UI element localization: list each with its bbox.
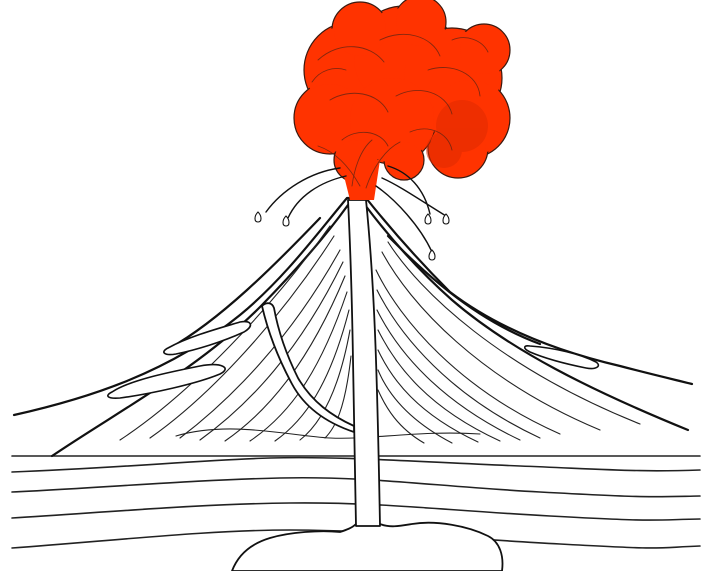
spray-left-1 <box>266 168 340 212</box>
ejecta-droplet-icon <box>429 250 435 260</box>
ejecta-droplet-icon <box>425 214 431 224</box>
ejecta-droplet-icon <box>255 212 261 222</box>
eruption-cloud-icon <box>294 0 510 200</box>
inner-cone-outline-right <box>365 205 688 430</box>
spray-left-2 <box>288 176 346 218</box>
main-vent-icon <box>348 200 380 526</box>
spray-right-2 <box>382 178 446 216</box>
